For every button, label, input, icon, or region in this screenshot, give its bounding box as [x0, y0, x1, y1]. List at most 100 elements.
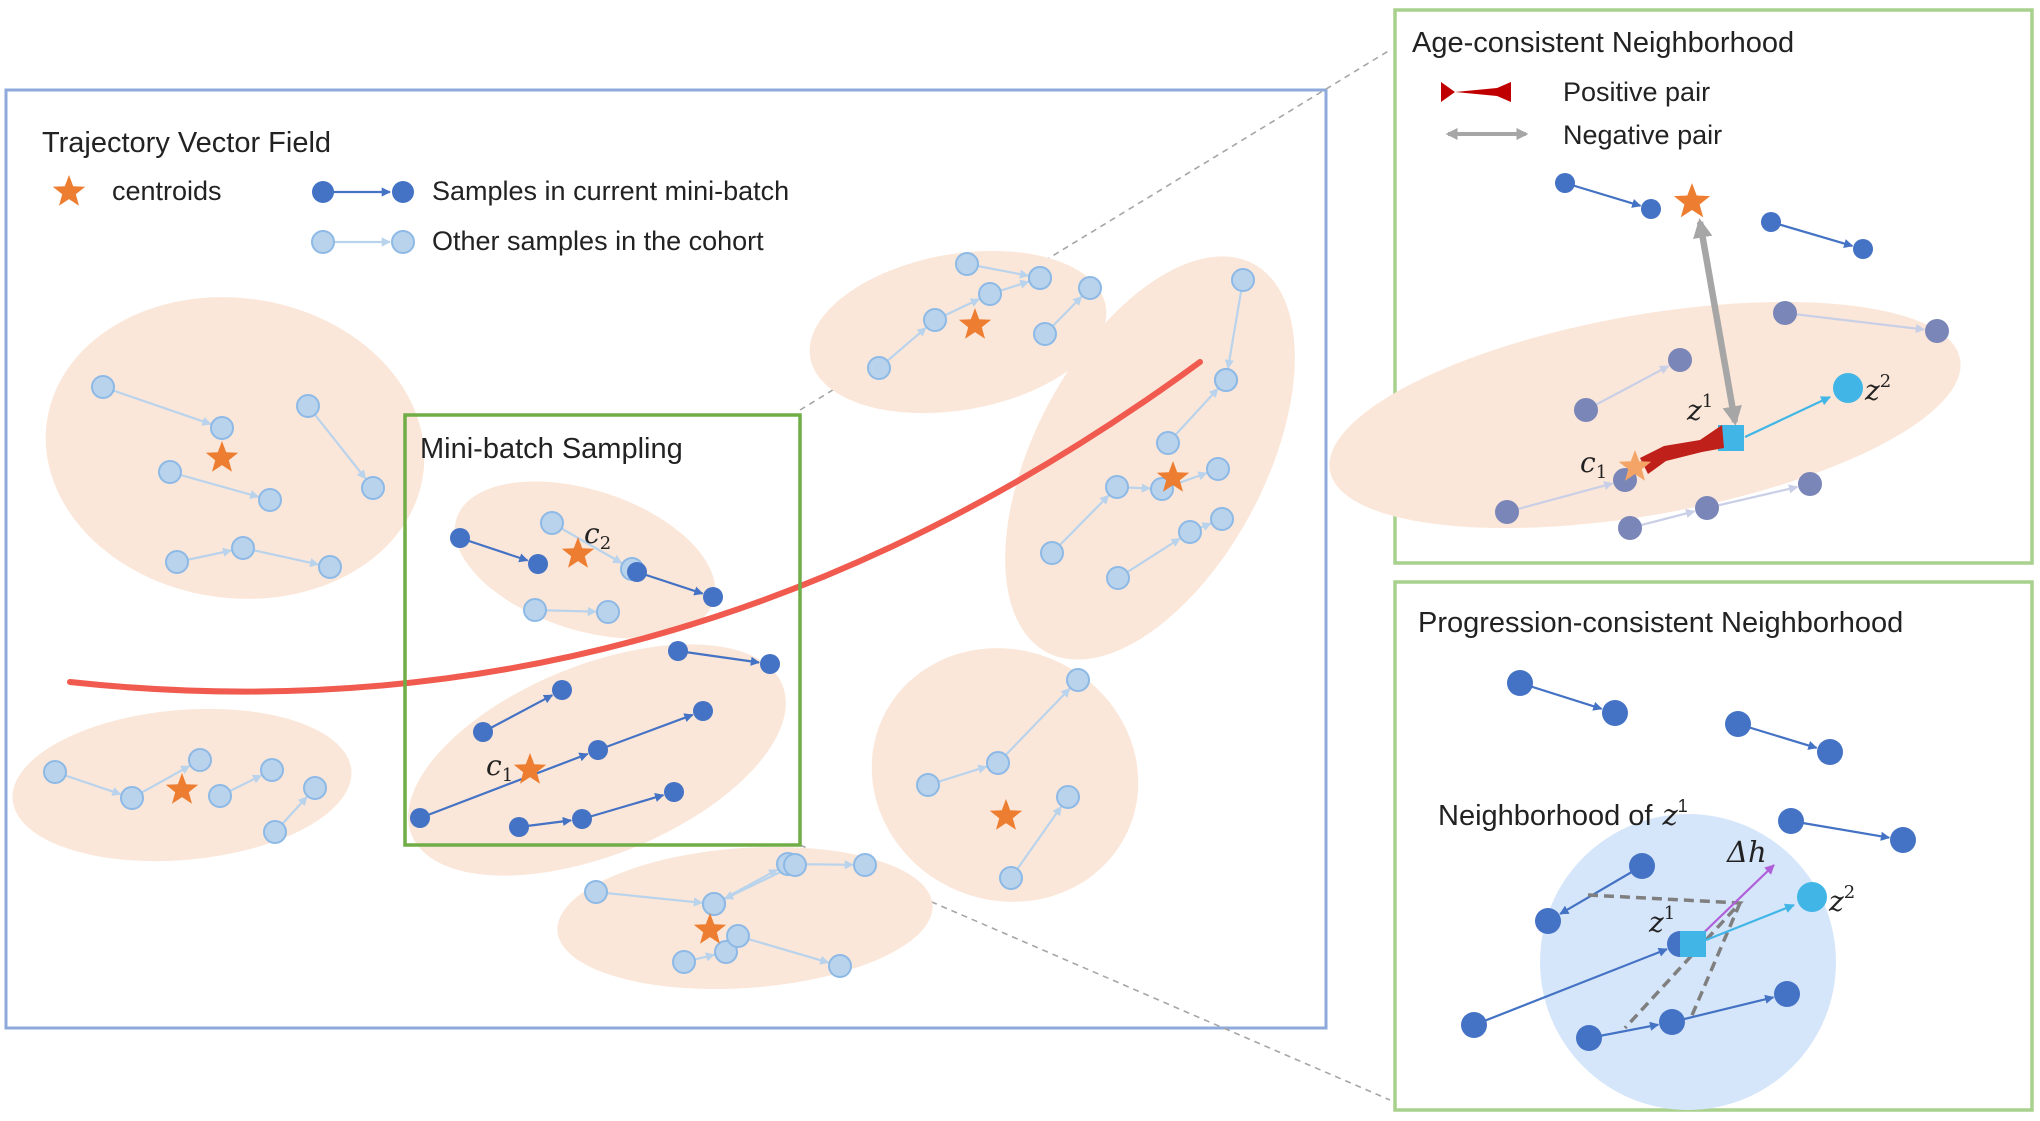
trajectory-arrow [169, 470, 260, 500]
decision-curve [67, 359, 1203, 695]
sample-point [955, 252, 979, 276]
legend-star-icon [52, 175, 86, 206]
trajectory-arrow [1770, 220, 1854, 248]
sample-point [1056, 785, 1080, 809]
sample-point [1210, 507, 1234, 531]
sample-point [1106, 566, 1130, 590]
sample-point [1853, 239, 1873, 259]
trajectory-arrow [1564, 181, 1642, 208]
sample-point [263, 820, 287, 844]
age-z2-point [1833, 373, 1863, 403]
sample-point [410, 808, 430, 828]
sample-point [1629, 853, 1655, 879]
sample-point [528, 554, 548, 574]
sample-point [120, 786, 144, 810]
sample-point [664, 782, 684, 802]
legend-centroids-label: centroids [112, 176, 222, 206]
centroid-star-icon [165, 773, 199, 804]
sample-point [158, 460, 182, 484]
sample-point [1178, 520, 1202, 544]
sample-point [1078, 276, 1102, 300]
sample-point [999, 866, 1023, 890]
zoom-connector-bottom [799, 844, 1391, 1101]
sample-point [1761, 212, 1781, 232]
main-panel-title: Trajectory Vector Field [42, 127, 331, 159]
sample-point [1774, 981, 1800, 1007]
trajectory-arrow [1010, 806, 1062, 879]
sample-point [231, 536, 255, 560]
sample-point [1156, 431, 1180, 455]
sample-point [923, 308, 947, 332]
sample-point [916, 773, 940, 797]
delta-h-label: Δh [1726, 835, 1767, 869]
legend-light-dot-icon [311, 230, 335, 254]
prog-z1-label: z1 [1648, 903, 1675, 939]
sample-point [260, 758, 284, 782]
trajectory-arrow [551, 522, 623, 564]
positive-pair-label: Positive pair [1563, 77, 1710, 107]
trajectory-arrow [595, 890, 704, 907]
sample-point [783, 853, 807, 877]
sample-point [1695, 496, 1719, 520]
sample-point [91, 375, 115, 399]
legend-other-samples: Other samples in the cohort [311, 226, 764, 256]
sample-point [572, 809, 592, 829]
positive-pair-icon [1441, 82, 1511, 102]
progression-panel-frame [1393, 580, 2034, 1112]
sample-point [1040, 541, 1064, 565]
sample-point [1461, 1012, 1487, 1038]
sample-point [1641, 199, 1661, 219]
cluster-region [45, 297, 425, 599]
centroid-c2-label: c2 [584, 517, 611, 554]
sample-point [1668, 348, 1692, 372]
negative-pair-arrow [1693, 218, 1742, 426]
age-z1-label: z1 [1686, 391, 1713, 427]
sample-point [258, 488, 282, 512]
sample-point [210, 416, 234, 440]
age-cluster-region [1329, 301, 1961, 529]
trajectory-arrow [1051, 494, 1110, 554]
trajectory-arrow [242, 546, 320, 568]
sample-point [1214, 368, 1238, 392]
cluster-region [557, 846, 933, 990]
sample-point [1206, 457, 1230, 481]
sample-point [1495, 500, 1519, 524]
sample-point [1105, 475, 1129, 499]
prog-z1-z2-arrow [1705, 903, 1795, 942]
age-c1-label: c1 [1580, 446, 1607, 483]
positive-pair-arrow [1640, 425, 1724, 474]
sample-point [672, 950, 696, 974]
sample-point [714, 940, 738, 964]
sample-point [584, 880, 608, 904]
sample-point [668, 641, 688, 661]
minibatch-title: Mini-batch Sampling [420, 433, 683, 465]
sample-point [303, 776, 327, 800]
sample-point [1535, 908, 1561, 934]
sample-point [361, 476, 385, 500]
trajectory-arrow [1784, 311, 1926, 334]
sample-point [523, 598, 547, 622]
sample-point [540, 511, 564, 535]
trajectory-arrow [636, 570, 704, 596]
age-sample-dots [1495, 173, 1949, 540]
trajectory-arrow [737, 934, 830, 965]
trajectory-arrow [1167, 388, 1219, 444]
sample-point [1231, 268, 1255, 292]
progression-panel-title: Progression-consistent Neighborhood [1418, 607, 1903, 639]
sample-point [473, 722, 493, 742]
minibatch-samples [419, 536, 761, 829]
trajectory-arrow [1519, 681, 1603, 711]
sample-point [296, 394, 320, 418]
trajectory-arrow [1737, 722, 1818, 750]
trajectory-arrow [102, 385, 212, 426]
sample-point [588, 740, 608, 760]
centroid-c1-label: c1 [486, 749, 513, 786]
centroid-star-icon [205, 441, 239, 472]
legend-light-dot-icon [391, 230, 415, 254]
sample-point [978, 282, 1002, 306]
trajectory-arrow [307, 405, 367, 480]
sample-point [552, 680, 572, 700]
sample-point [188, 748, 212, 772]
